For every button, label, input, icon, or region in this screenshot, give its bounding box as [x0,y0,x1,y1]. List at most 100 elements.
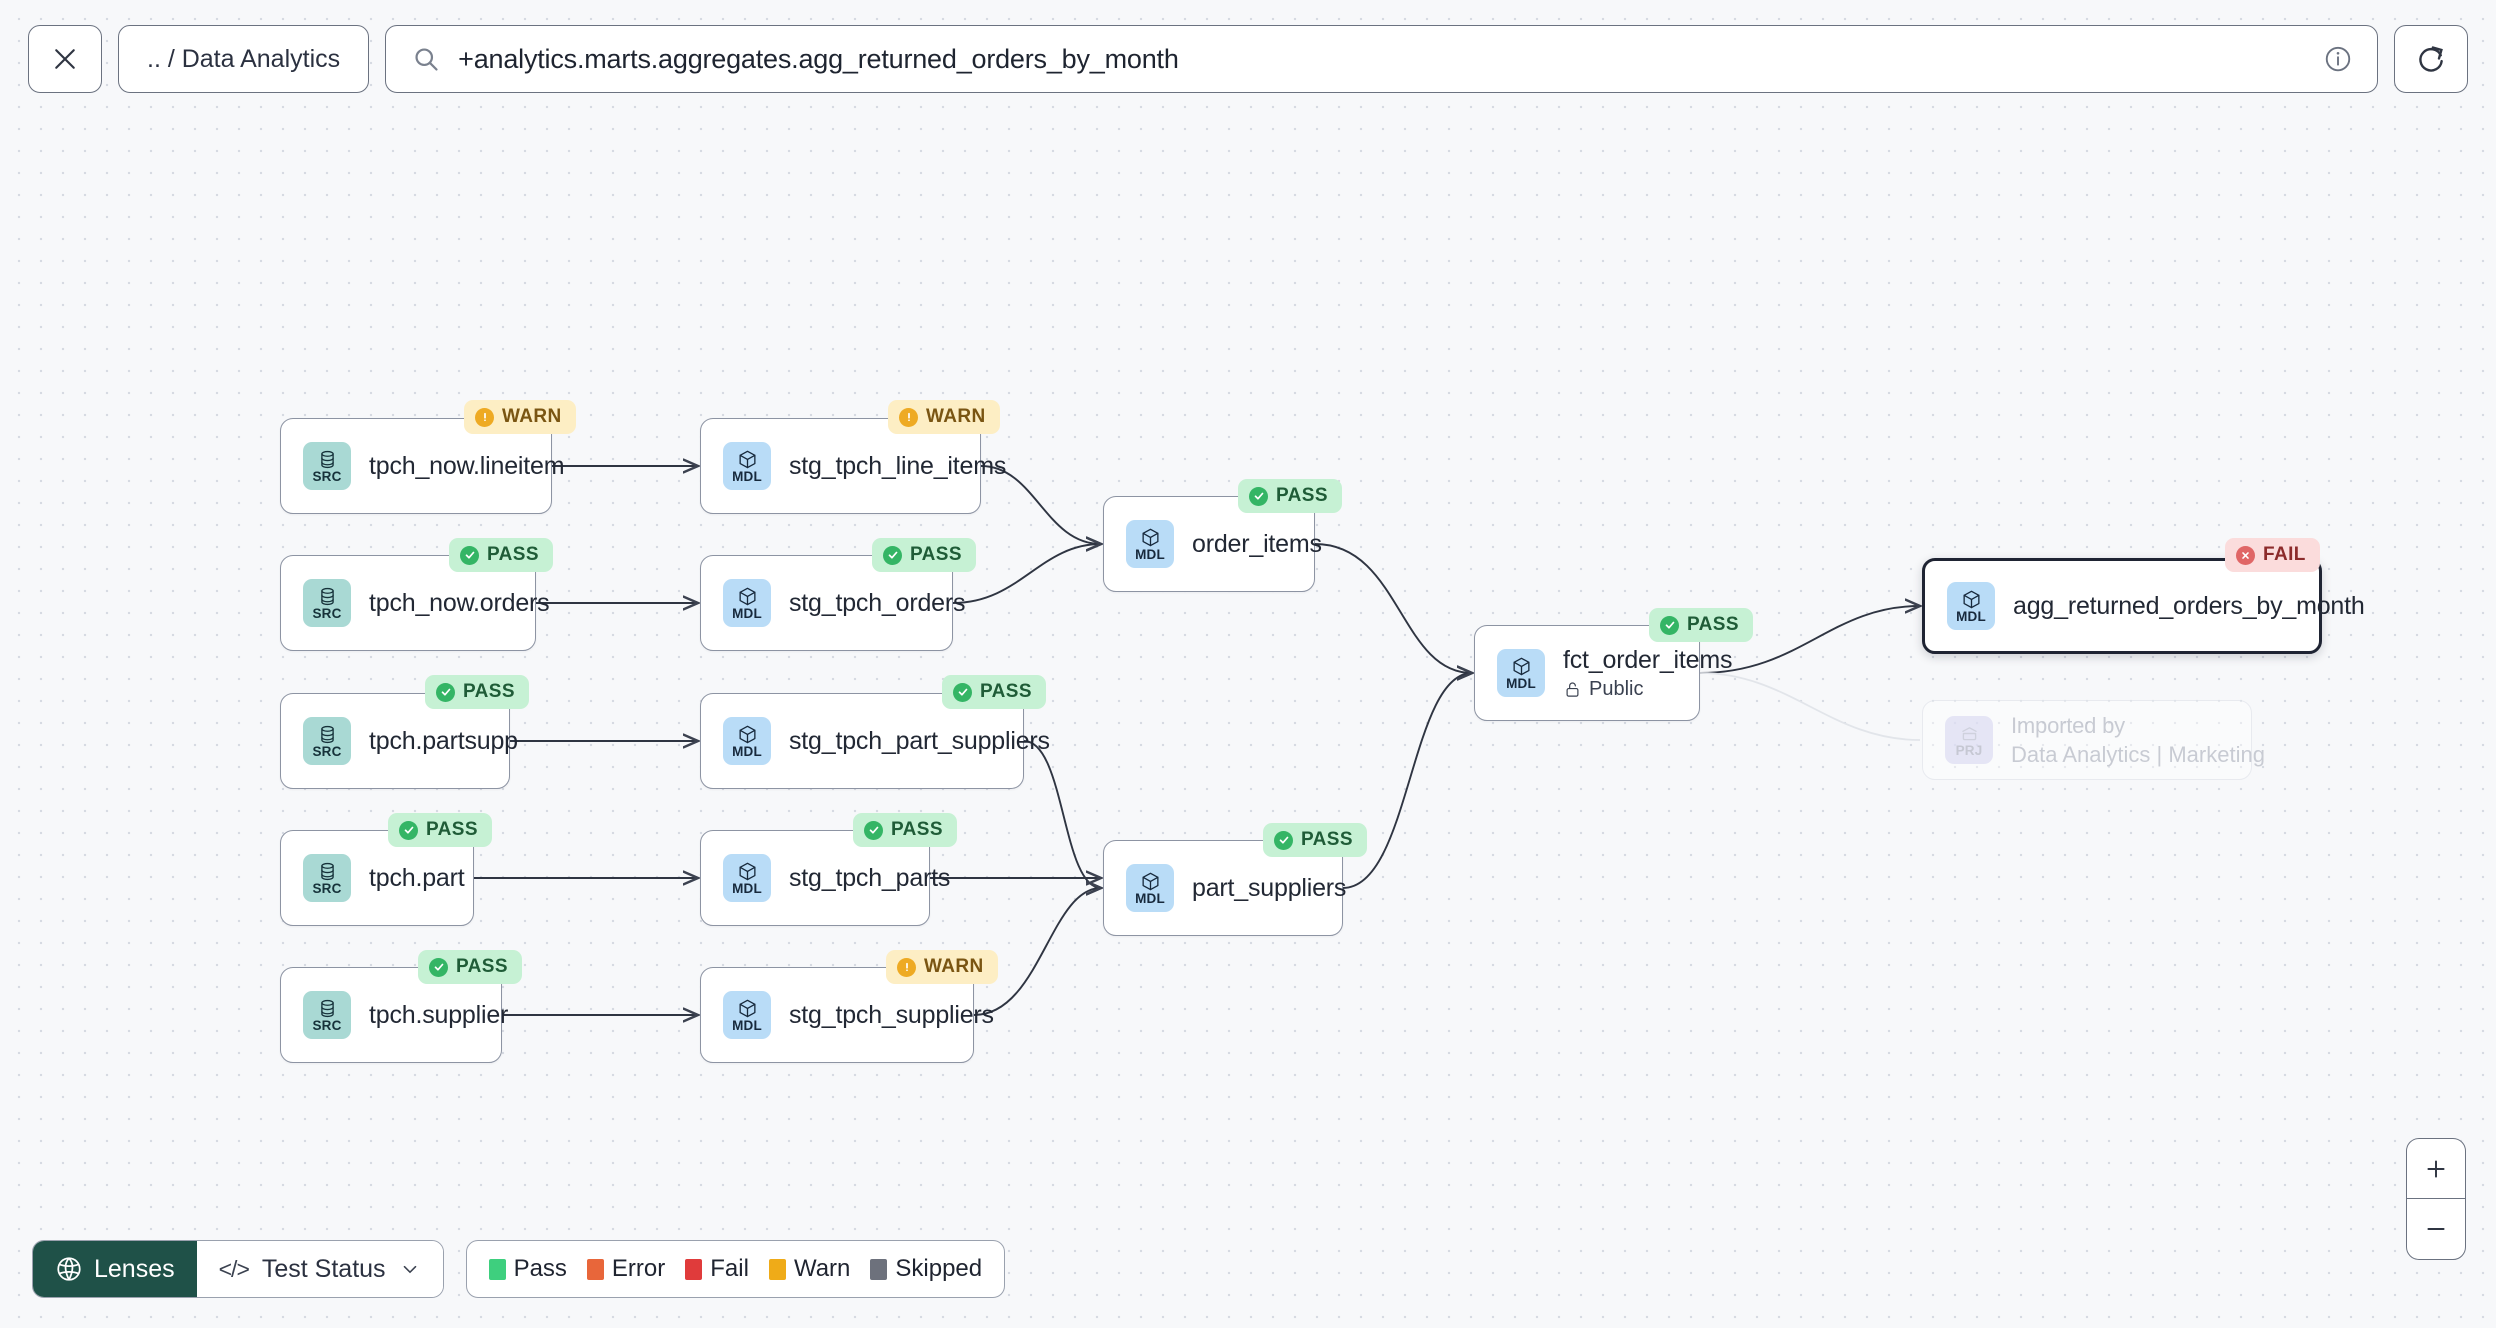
node-body: tpch.part [369,863,465,893]
status-badge-part_supp: PASS [1263,823,1367,857]
legend-item-fail[interactable]: Fail [685,1255,749,1283]
search-bar[interactable] [385,25,2378,93]
cube-icon [738,587,756,605]
node-title: stg_tpch_orders [789,588,966,617]
graph-node-part_supp[interactable]: MDL part_suppliers [1103,840,1346,936]
status-badge-stg_suppliers: WARN [886,950,998,984]
node-body: part_suppliers [1192,874,1346,903]
node-title: fct_order_items [1563,645,1733,674]
info-icon[interactable] [2323,44,2353,74]
node-body: stg_tpch_parts [789,864,950,893]
zoom-controls [2406,1138,2466,1260]
legend-item-pass[interactable]: Pass [488,1255,567,1283]
test-status-dropdown[interactable]: </> Test Status [196,1241,443,1297]
breadcrumb-label: .. / Data Analytics [147,44,341,73]
node-type-label: MDL [1956,609,1986,624]
graph-node-src_partsupp[interactable]: SRC tpch.partsupp [280,693,518,789]
cube-icon [738,725,756,743]
lens-group: Lenses </> Test Status [32,1240,444,1298]
lenses-button[interactable]: Lenses [33,1241,197,1297]
close-button[interactable] [28,25,102,93]
status-badge-label: PASS [1276,485,1328,506]
status-badge-label: PASS [891,819,943,840]
status-badge-stg_partsupp: PASS [942,675,1046,709]
status-dot-warn-icon [899,407,918,427]
status-dot-pass-icon [953,682,972,702]
status-badge-label: PASS [1687,614,1739,635]
chevron-down-icon [403,1265,416,1274]
status-badge-label: FAIL [2263,544,2306,565]
cube-icon [1512,657,1530,675]
status-dot-fail-icon [2236,545,2255,565]
cube-icon [737,861,758,881]
search-input[interactable] [458,43,2305,75]
graph-node-src_orders[interactable]: SRC tpch_now.orders [280,555,550,651]
project-icon [1959,723,1980,743]
breadcrumb-button[interactable]: .. / Data Analytics [118,25,370,93]
cube-icon [737,586,758,606]
status-dot-pass-icon [1249,486,1268,506]
status-dot-pass-icon [1660,615,1679,635]
node-type-label: SRC [312,1018,342,1033]
node-body: stg_tpch_part_suppliers [789,727,1050,756]
node-type-chip-mdl: MDL [723,991,771,1039]
status-badge-label: WARN [926,406,986,427]
aperture-icon [57,1257,81,1281]
node-title: tpch.part [369,863,465,892]
node-type-chip-mdl: MDL [723,579,771,627]
database-icon [320,999,334,1017]
node-title: tpch.supplier [369,1000,509,1029]
plus-icon [2427,1159,2445,1178]
legend-item-warn[interactable]: Warn [768,1255,850,1283]
node-type-label: MDL [732,469,762,484]
status-badge-label: PASS [910,544,962,565]
status-badge-stg_line: WARN [888,400,1000,434]
node-title: order_items [1192,529,1322,558]
refresh-button[interactable] [2394,25,2468,93]
node-type-chip-src: SRC [303,442,351,490]
database-icon [317,998,338,1018]
node-title: stg_tpch_line_items [789,451,1007,480]
status-badge-src_orders: PASS [449,538,553,572]
node-title: stg_tpch_parts [789,863,951,892]
node-type-chip-src: SRC [303,717,351,765]
node-type-chip-mdl: MDL [1126,520,1174,568]
lenses-label: Lenses [94,1254,175,1283]
graph-node-stg_line[interactable]: MDL stg_tpch_line_items [700,418,1006,514]
node-title: part_suppliers [1192,873,1347,902]
node-type-label: MDL [1135,547,1165,562]
cube-icon [738,999,756,1017]
database-icon [317,724,338,744]
node-type-label: PRJ [1955,743,1983,758]
legend-item-skipped[interactable]: Skipped [870,1255,982,1283]
zoom-in-button[interactable] [2407,1139,2465,1199]
database-icon [320,725,334,743]
zoom-out-button[interactable] [2407,1199,2465,1259]
status-badge-label: WARN [924,956,984,977]
node-title: tpch.partsupp [369,726,518,755]
top-toolbar: .. / Data Analytics [0,0,2496,118]
node-type-label: SRC [312,744,342,759]
node-type-label: MDL [1135,891,1165,906]
cube-icon [1140,871,1161,891]
project-icon [1961,726,1977,740]
cube-icon [738,450,756,468]
node-title: Imported by [2011,712,2125,738]
database-icon [320,450,334,468]
node-type-chip-mdl: MDL [723,442,771,490]
node-title: tpch_now.orders [369,588,550,617]
cube-icon [1140,527,1161,547]
refresh-icon [2419,46,2443,72]
status-badge-label: PASS [487,544,539,565]
legend-item-error[interactable]: Error [586,1255,665,1283]
status-badge-label: PASS [456,956,508,977]
bottom-toolbar: Lenses </> Test Status Pass Error Fail Warn… [32,1240,1006,1298]
node-type-label: SRC [312,606,342,621]
